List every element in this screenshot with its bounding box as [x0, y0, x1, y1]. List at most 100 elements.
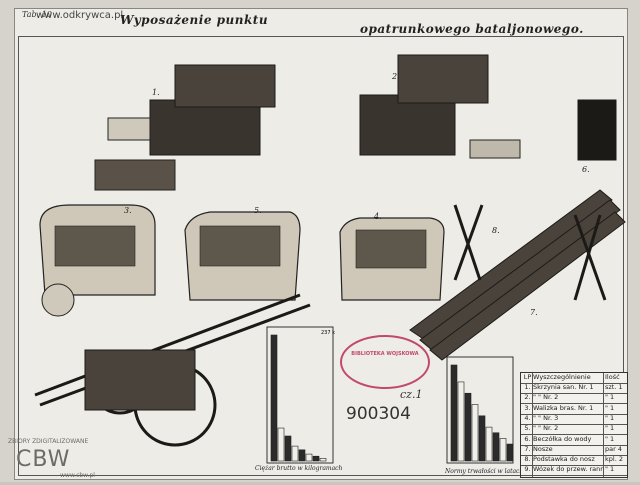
site-watermark: www.odkrywca.pl [36, 10, 124, 21]
legend-row: 9.Wózek do przew. rannych" 1 [521, 465, 627, 477]
title-left: Wyposażenie punktu [120, 13, 269, 27]
bag-3-contents [54, 225, 136, 267]
legend-cell-qty: " 1 [605, 403, 615, 412]
item-label-3: 3. [124, 206, 132, 215]
legend-col-divider-2 [603, 373, 604, 477]
legend-cell-qty: " 1 [605, 413, 615, 422]
legend-cell-qty: " 1 [605, 424, 615, 433]
stand-leg-2 [453, 204, 484, 281]
legend-header-row: LP Wyszczególnienie Ilość [521, 373, 627, 384]
legend-cell-lp: 5. [524, 424, 531, 433]
chart-bar [312, 455, 320, 462]
legend-row: 6.Beczółka do wody " 1 [521, 435, 627, 446]
legend-cell-item: " " Nr. 3 [533, 413, 559, 422]
legend-cell-item: Wózek do przew. rannych [533, 465, 603, 474]
legend-cell-item: Nosze [533, 444, 553, 453]
chart-bar [277, 427, 285, 462]
chart-bar [499, 438, 507, 462]
chart-bar [291, 445, 299, 462]
item-label-7: 7. [530, 308, 538, 317]
chart-frame [446, 356, 514, 464]
legend-cell-item: Walizka bras. Nr. 1 [533, 403, 594, 412]
legend-cell-lp: 8. [524, 455, 531, 464]
chest-1-lid [174, 64, 276, 108]
legend-cell-lp: 4. [524, 413, 531, 422]
chart-bar [284, 435, 292, 462]
title-right: opatrunkowego bataljonowego. [360, 22, 584, 36]
item-label-2: 2. [392, 72, 400, 81]
bag-5-contents [199, 225, 281, 267]
chart-weight: 237 kg [266, 326, 335, 464]
legend-cell-qty: " 1 [605, 393, 615, 402]
legend-row: 2." " Nr. 2 " 1 [521, 393, 627, 405]
box-1 [94, 159, 176, 191]
legend-header-qty: Ilość [605, 373, 620, 381]
library-seal: BIBLIOTEKA WOJSKOWA [340, 335, 430, 389]
legend-cell-lp: 7. [524, 444, 531, 453]
legend-col-divider-1 [532, 373, 533, 477]
cart-shaft-1 [34, 293, 301, 397]
durability-chart-caption: Normy trwałości w latach [445, 468, 524, 475]
legend-row: 5." " Nr. 2 " 1 [521, 424, 627, 436]
legend-cell-qty: " 1 [605, 465, 615, 474]
item-label-6: 6. [582, 165, 590, 174]
weight-chart-caption: Ciężar brutto w kilogramach [255, 465, 343, 472]
legend-cell-item: Podstawka do nosz [533, 455, 595, 464]
legend-cell-item: " " Nr. 2 [533, 424, 559, 433]
chart-frame [266, 326, 334, 464]
item-label-1: 1. [152, 88, 160, 97]
chart-bar [305, 453, 313, 462]
tab-number: Tab. 10 [22, 10, 52, 19]
chest-1-base [149, 99, 261, 156]
legend-cell-item: " " Nr. 2 [533, 393, 559, 402]
chart-durability [446, 356, 514, 464]
chart-bar [270, 334, 278, 462]
legend-cell-item: Skrzynia san. Nr. 1 [533, 383, 594, 391]
legend-row: 8.Podstawka do nosz kpl. 2 [521, 455, 627, 467]
chart-bar [492, 432, 500, 462]
chart-bar [319, 458, 327, 462]
chart-bar [450, 364, 458, 462]
chart-bar [457, 381, 465, 462]
legend-cell-lp: 9. [524, 465, 531, 474]
round-object [41, 283, 75, 317]
cart-body [84, 349, 196, 411]
chest-2-base [359, 94, 456, 156]
legend-cell-lp: 3. [524, 403, 531, 412]
digital-mark: CBW [16, 447, 71, 472]
chart-bar [464, 392, 472, 462]
stretcher-2 [419, 199, 621, 351]
legend-row: 4." " Nr. 3 " 1 [521, 414, 627, 425]
legend-cell-lp: 6. [524, 434, 531, 443]
legend-cell-qty: kpl. 2 [605, 455, 623, 464]
legend-header-item: Wyszczególnienie [533, 373, 591, 381]
item-label-4: 4. [374, 212, 382, 221]
chart-top-label: 237 kg [321, 330, 335, 336]
chart-bar [471, 404, 479, 462]
stretcher-1 [409, 189, 613, 341]
tray-1 [107, 117, 151, 141]
legend-cell-lp: 2. [524, 393, 531, 402]
seal-text: BIBLIOTEKA WOJSKOWA [351, 351, 419, 357]
chart-bar [298, 449, 306, 462]
chart-bar [506, 443, 514, 462]
legend-cell-item: Beczółka do wody [533, 434, 592, 443]
shelf-mark: 900304 [346, 404, 411, 424]
legend-cell-qty: par 4 [605, 444, 622, 453]
shelf-mark-suffix: cz.1 [400, 388, 423, 401]
plate-frame [18, 36, 624, 476]
legend-table: LP Wyszczególnienie Ilość 1.Skrzynia san… [520, 372, 628, 478]
box-2 [469, 139, 521, 159]
legend-row: 7.Nosze par 4 [521, 445, 627, 456]
digital-mark-caption: ZBIORY ZDIGITALIZOWANE [8, 438, 89, 445]
legend-cell-qty: " 1 [605, 434, 615, 443]
barrel [577, 99, 617, 161]
legend-header-lp: LP [523, 373, 532, 381]
chart-bar [485, 426, 493, 462]
item-label-5: 5. [254, 206, 262, 215]
item-label-8: 8. [492, 226, 500, 235]
bag-4-contents [355, 229, 427, 269]
stand-leg-3 [573, 214, 607, 301]
